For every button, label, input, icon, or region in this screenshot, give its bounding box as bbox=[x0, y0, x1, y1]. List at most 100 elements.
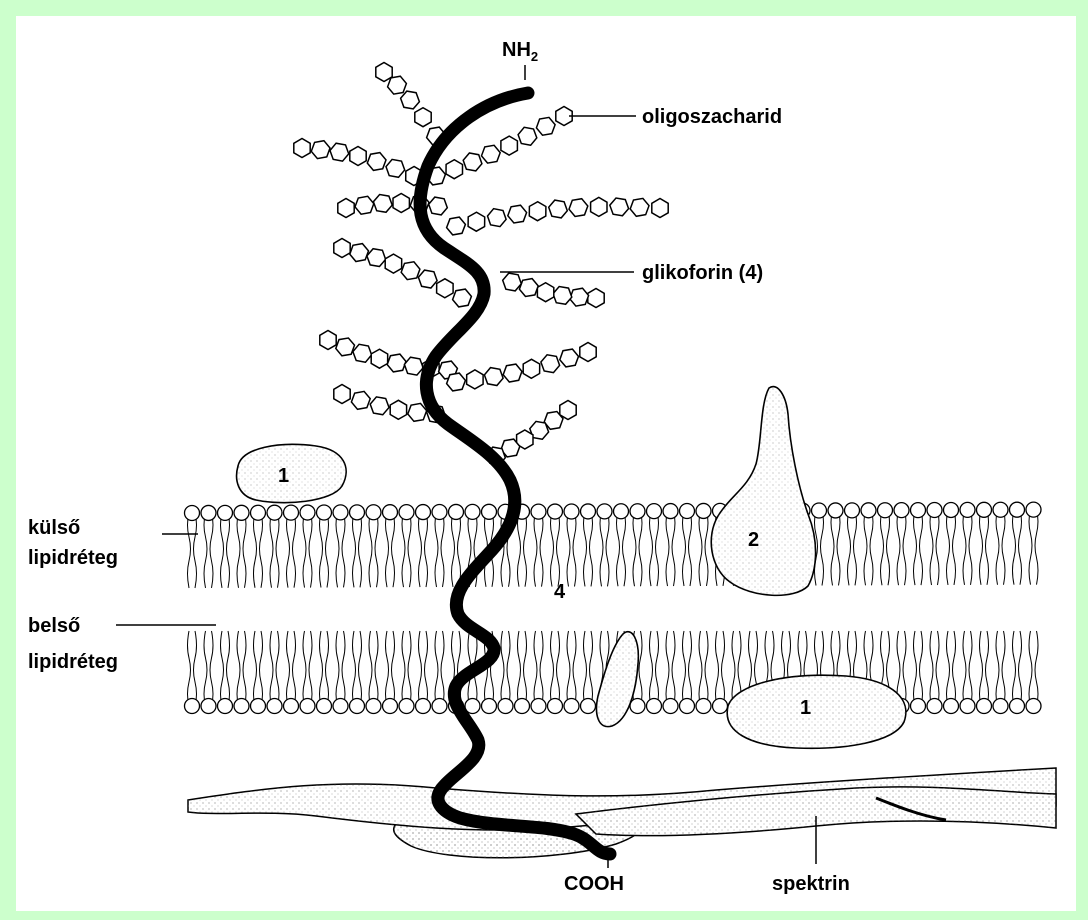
lipid-tail bbox=[590, 511, 593, 586]
lipid-tail bbox=[1029, 510, 1032, 585]
lipid-tail bbox=[221, 631, 224, 706]
sugar-hexagon bbox=[367, 153, 386, 171]
lipid-head bbox=[267, 699, 282, 714]
lipid-tail bbox=[419, 512, 422, 587]
lipid-tail bbox=[441, 631, 444, 706]
lipid-tail bbox=[551, 631, 554, 706]
lipid-tail bbox=[507, 631, 510, 706]
lipid-tail bbox=[689, 511, 692, 586]
protein-1-top-label: 1 bbox=[278, 465, 289, 487]
sugar-hexagon bbox=[570, 288, 589, 306]
lipid-head bbox=[284, 505, 299, 520]
lipid-tail bbox=[963, 631, 966, 706]
lipid-head bbox=[416, 505, 431, 520]
lipid-tail bbox=[864, 510, 867, 585]
lipid-tail bbox=[903, 631, 906, 706]
lipid-tail bbox=[584, 511, 587, 586]
lipid-tail bbox=[210, 631, 213, 706]
lipid-head bbox=[878, 503, 893, 518]
lipid-tail bbox=[375, 631, 378, 706]
lipid-tail bbox=[969, 510, 972, 585]
lipid-tail bbox=[650, 631, 653, 706]
lipid-head bbox=[300, 505, 315, 520]
lipid-tail bbox=[672, 631, 675, 706]
lipid-head bbox=[350, 699, 365, 714]
inner-layer-label-2: lipidréteg bbox=[28, 651, 118, 673]
lipid-tail bbox=[303, 631, 306, 706]
lipid-head bbox=[185, 699, 200, 714]
lipid-tail bbox=[188, 631, 191, 706]
sugar-hexagon bbox=[437, 279, 454, 298]
lipid-tail bbox=[666, 511, 669, 586]
lipid-head bbox=[449, 504, 464, 519]
lipid-tail bbox=[386, 631, 389, 706]
nh2-label: NH2 bbox=[502, 39, 538, 64]
lipid-tail bbox=[557, 512, 560, 587]
sugar-hexagon bbox=[353, 344, 372, 362]
lipid-tail bbox=[336, 631, 339, 706]
lipid-tail bbox=[1035, 510, 1038, 585]
lipid-head bbox=[1026, 699, 1041, 714]
lipid-head bbox=[333, 505, 348, 520]
lipid-tail bbox=[881, 510, 884, 585]
sugar-hexagon bbox=[355, 196, 374, 214]
lipid-head bbox=[663, 699, 678, 714]
lipid-tail bbox=[320, 512, 323, 587]
lipid-tail bbox=[342, 631, 345, 706]
lipid-tail bbox=[1029, 631, 1032, 706]
sugar-hexagon bbox=[501, 136, 518, 155]
lipid-tail bbox=[557, 631, 560, 706]
lipid-tail bbox=[551, 512, 554, 587]
oligosaccharide-label: oligoszacharid bbox=[642, 106, 782, 128]
sugar-hexagon bbox=[503, 273, 522, 291]
sugar-hexagon bbox=[334, 385, 350, 404]
outer-layer-label-2: lipidréteg bbox=[28, 547, 118, 569]
lipid-head bbox=[663, 504, 678, 519]
lipid-head bbox=[300, 699, 315, 714]
lipid-tail bbox=[518, 512, 521, 587]
lipid-head bbox=[531, 504, 546, 519]
lipid-tail bbox=[392, 631, 395, 706]
lipid-tail bbox=[254, 513, 257, 588]
lipid-tail bbox=[986, 510, 989, 585]
lipid-tail bbox=[359, 512, 362, 587]
lipid-head bbox=[944, 502, 959, 517]
lipid-head bbox=[284, 699, 299, 714]
lipid-tail bbox=[441, 512, 444, 587]
sugar-hexagon bbox=[484, 368, 503, 386]
sugar-hexagon bbox=[338, 199, 354, 218]
lipid-tail bbox=[930, 631, 933, 706]
lipid-tail bbox=[699, 631, 702, 706]
lipid-tail bbox=[336, 512, 339, 587]
sugar-hexagon bbox=[560, 349, 579, 367]
lipid-tail bbox=[672, 511, 675, 586]
lipid-tail bbox=[419, 631, 422, 706]
sugar-hexagon bbox=[373, 195, 392, 213]
inner-layer-label-1: belső bbox=[28, 615, 80, 637]
lipid-head bbox=[630, 699, 645, 714]
sugar-hexagon bbox=[529, 202, 546, 221]
sugar-hexagon bbox=[370, 397, 389, 415]
lipid-tail bbox=[342, 512, 345, 587]
sugar-hexagon bbox=[386, 159, 405, 177]
lipid-tail bbox=[303, 513, 306, 588]
sugar-hexagon bbox=[560, 401, 576, 420]
lipid-head bbox=[911, 699, 926, 714]
lipid-tail bbox=[386, 512, 389, 587]
sugar-hexagon bbox=[388, 76, 407, 94]
sugar-hexagon bbox=[447, 373, 466, 391]
lipid-head bbox=[977, 502, 992, 517]
lipid-head bbox=[564, 699, 579, 714]
lipid-tail bbox=[293, 631, 296, 706]
lipid-head bbox=[647, 699, 662, 714]
lipid-head bbox=[399, 699, 414, 714]
lipid-tail bbox=[375, 512, 378, 587]
lipid-tail bbox=[194, 631, 197, 706]
lipid-tail bbox=[204, 631, 207, 706]
lipid-tail bbox=[930, 510, 933, 585]
lipid-tail bbox=[210, 513, 213, 588]
lipid-tail bbox=[501, 631, 504, 706]
sugar-hexagon bbox=[503, 364, 522, 382]
lipid-tail bbox=[1002, 631, 1005, 706]
sugar-hexagon bbox=[541, 355, 560, 373]
